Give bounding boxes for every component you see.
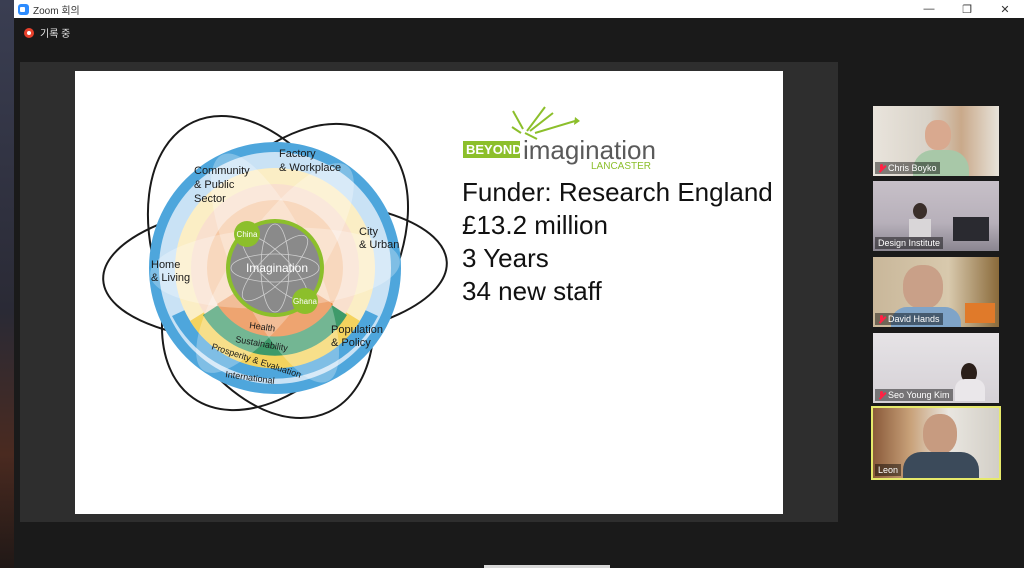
participant-shirt bbox=[955, 379, 985, 401]
mic-muted-icon bbox=[878, 314, 885, 324]
window-title: Zoom 회의 bbox=[33, 5, 80, 17]
participant-name: Seo Young Kim bbox=[888, 390, 950, 400]
participant-face bbox=[925, 120, 951, 150]
screen-share-handle[interactable] bbox=[484, 565, 610, 568]
minimize-button[interactable]: — bbox=[923, 3, 935, 15]
participant-name-tag: Leon bbox=[875, 464, 902, 476]
amount-line: £13.2 million bbox=[462, 210, 608, 240]
participant-shirt bbox=[909, 219, 931, 237]
participant-name: David Hands bbox=[888, 314, 940, 324]
beyond-imagination-logo: BEYOND imagination LANCASTER bbox=[463, 106, 656, 172]
china-circle bbox=[234, 221, 260, 247]
participant-name: Design Institute bbox=[878, 238, 941, 248]
participant-name-tag: Design Institute bbox=[875, 237, 944, 249]
label-factory-1: Factory bbox=[279, 148, 316, 160]
label-population-1: Population bbox=[331, 324, 383, 336]
logo-imagination: imagination bbox=[523, 135, 656, 165]
ring-label-health: Health bbox=[249, 320, 276, 334]
restore-button[interactable]: ❐ bbox=[962, 3, 972, 16]
desktop-edge bbox=[0, 0, 14, 568]
label-home-2: & Living bbox=[151, 272, 190, 284]
participant-tile[interactable]: Chris Boyko bbox=[873, 106, 999, 176]
participant-face bbox=[923, 414, 957, 454]
participant-face bbox=[961, 363, 977, 383]
orange-chair bbox=[965, 303, 995, 323]
participant-face bbox=[913, 203, 927, 219]
participant-name-tag: Seo Young Kim bbox=[875, 389, 953, 401]
label-community-1: Community bbox=[194, 165, 250, 177]
label-factory-2: & Workplace bbox=[279, 162, 341, 174]
imagination-diagram: China Ghana Imagination Community & Publ… bbox=[102, 106, 656, 420]
record-icon bbox=[24, 27, 34, 38]
staff-line: 34 new staff bbox=[462, 276, 602, 306]
label-population-2: & Policy bbox=[331, 337, 371, 349]
participant-name: Chris Boyko bbox=[888, 163, 937, 173]
label-community-3: Sector bbox=[194, 193, 226, 205]
china-label: China bbox=[237, 230, 258, 239]
mic-muted-icon bbox=[878, 390, 885, 400]
duration-line: 3 Years bbox=[462, 243, 549, 273]
window-titlebar: Zoom 회의 — ❐ ✕ bbox=[14, 0, 1024, 18]
participant-shirt bbox=[891, 307, 961, 327]
logo-beyond: BEYOND bbox=[466, 142, 522, 157]
participant-shirt bbox=[913, 150, 969, 176]
zoom-app-icon bbox=[18, 3, 29, 15]
recording-indicator[interactable]: 기록 중 bbox=[24, 25, 70, 40]
ghana-label: Ghana bbox=[293, 297, 318, 306]
logo-lancaster: LANCASTER bbox=[591, 161, 651, 172]
label-community-2: & Public bbox=[194, 179, 235, 191]
center-label: Imagination bbox=[246, 261, 308, 275]
label-city-2: & Urban bbox=[359, 239, 399, 251]
presentation-slide: China Ghana Imagination Community & Publ… bbox=[75, 71, 783, 514]
center-flower bbox=[230, 223, 320, 313]
participant-face bbox=[903, 265, 943, 309]
label-home-1: Home bbox=[151, 259, 180, 271]
window-controls: — ❐ ✕ bbox=[910, 0, 1024, 18]
participant-name-tag: David Hands bbox=[875, 313, 943, 325]
participant-name: Leon bbox=[878, 465, 899, 475]
mic-muted-icon bbox=[878, 163, 885, 173]
funding-details: Funder: Research England £13.2 million 3… bbox=[462, 176, 773, 308]
participant-tile-active-speaker[interactable]: Leon bbox=[871, 406, 1001, 480]
close-button[interactable]: ✕ bbox=[1000, 3, 1010, 16]
participant-tile[interactable]: Seo Young Kim bbox=[873, 333, 999, 403]
laptop bbox=[953, 217, 989, 241]
ghana-circle bbox=[292, 288, 318, 314]
participant-tile[interactable]: David Hands bbox=[873, 257, 999, 327]
participant-tile[interactable]: Design Institute bbox=[873, 181, 999, 251]
participant-name-tag: Chris Boyko bbox=[875, 162, 940, 174]
participant-shirt bbox=[903, 452, 979, 478]
recording-label: 기록 중 bbox=[40, 29, 71, 40]
funder-line: Funder: Research England bbox=[462, 177, 773, 207]
label-city-1: City bbox=[359, 226, 378, 238]
